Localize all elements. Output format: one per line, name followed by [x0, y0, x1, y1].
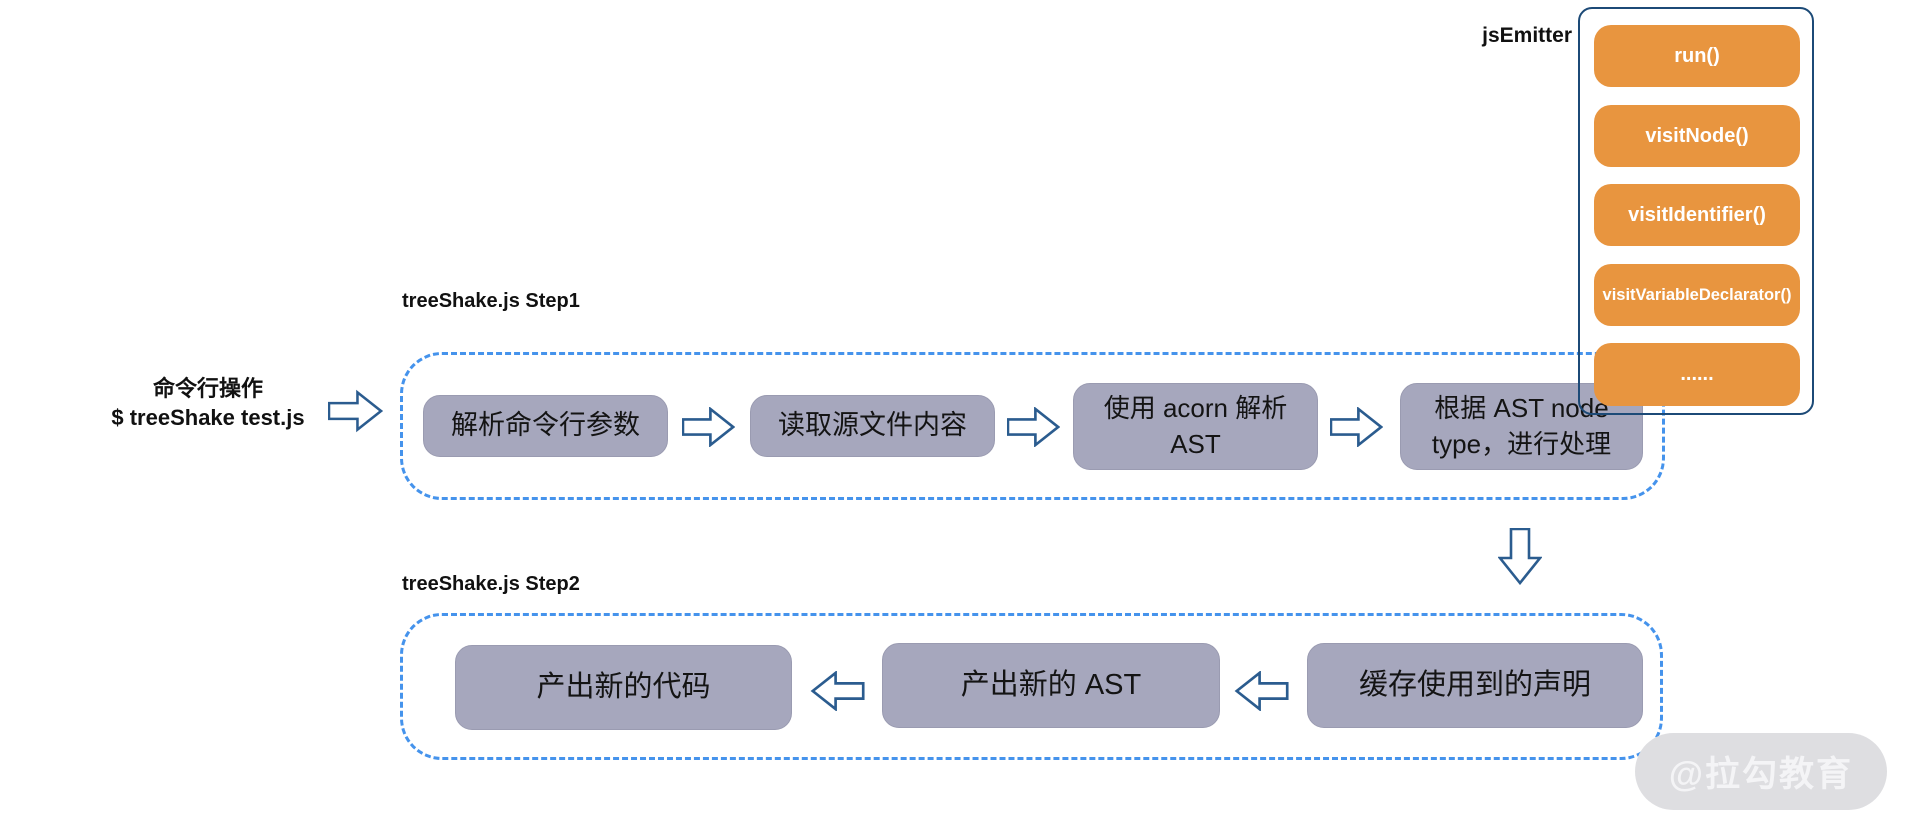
watermark-badge: @拉勾教育 — [1635, 733, 1887, 810]
arrow-right-icon — [1330, 407, 1383, 447]
step1-box-handle-node-type: 根据 AST node type，进行处理 — [1400, 383, 1643, 470]
jsemitter-title: jsEmitter — [1482, 24, 1572, 47]
jsemitter-panel: run() visitNode() visitIdentifier() visi… — [1578, 7, 1814, 415]
step1-box-acorn-ast: 使用 acorn 解析 AST — [1073, 383, 1318, 470]
jsemitter-method-more: ...... — [1594, 343, 1800, 406]
arrow-left-icon — [1234, 671, 1289, 711]
step1-box-read-source: 读取源文件内容 — [750, 395, 995, 457]
step2-box-cache-declarations: 缓存使用到的声明 — [1307, 643, 1643, 728]
step2-box-emit-code: 产出新的代码 — [455, 645, 792, 730]
step1-box-parse-args: 解析命令行参数 — [423, 395, 668, 457]
command-line-title: 命令行操作 — [152, 376, 263, 401]
command-line-label: 命令行操作 $ treeShake test.js — [48, 374, 368, 432]
arrow-right-icon — [1007, 407, 1060, 447]
jsemitter-method-visitidentifier: visitIdentifier() — [1594, 184, 1800, 246]
step2-container — [400, 613, 1663, 760]
arrow-down-icon — [1498, 528, 1542, 585]
jsemitter-method-visitnode: visitNode() — [1594, 105, 1800, 167]
command-line-command: $ treeShake test.js — [111, 405, 305, 430]
step2-title: treeShake.js Step2 — [402, 573, 580, 595]
step1-container — [400, 352, 1665, 500]
jsemitter-method-run: run() — [1594, 25, 1800, 87]
jsemitter-method-visitvariabledeclarator: visitVariableDeclarator() — [1594, 264, 1800, 326]
arrow-right-icon — [328, 389, 383, 433]
arrow-right-icon — [682, 407, 735, 447]
step1-title: treeShake.js Step1 — [402, 290, 580, 312]
arrow-left-icon — [810, 671, 865, 711]
step2-box-new-ast: 产出新的 AST — [882, 643, 1220, 728]
